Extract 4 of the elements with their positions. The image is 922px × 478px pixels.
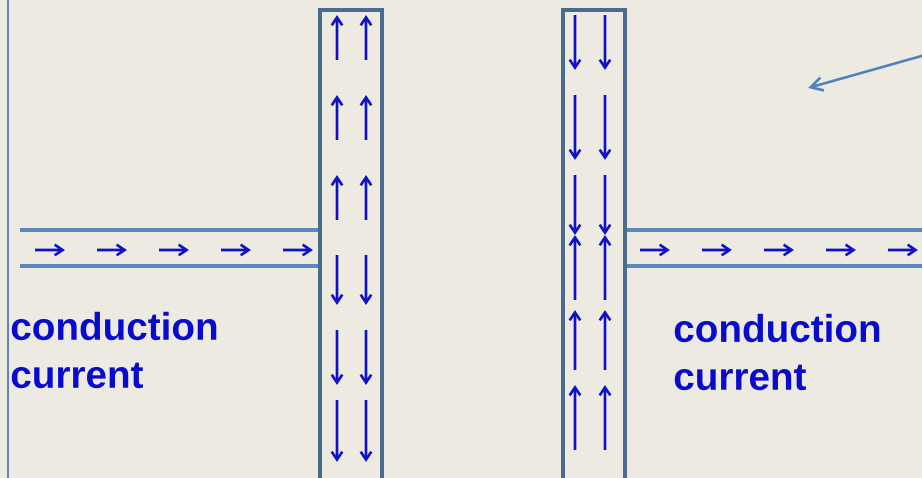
label: conduction current: [674, 314, 880, 390]
capacitor-plate: [318, 8, 384, 478]
capacitor-plate: [561, 8, 627, 478]
label: conduction current: [12, 312, 216, 388]
